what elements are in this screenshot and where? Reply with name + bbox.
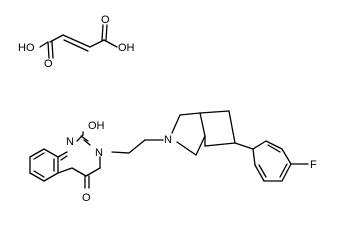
- bond: [179, 112, 201, 116]
- bond: [199, 110, 230, 114]
- atom-label-f: F: [310, 159, 317, 171]
- bond: [43, 172, 59, 182]
- bond: [199, 112, 206, 137]
- atom-label-oh: OH: [88, 120, 105, 132]
- bond: [103, 39, 118, 48]
- bond: [71, 167, 87, 177]
- bond: [60, 155, 68, 161]
- bond: [279, 163, 288, 178]
- bond: [80, 135, 89, 142]
- bond: [33, 152, 45, 160]
- fluorophenyl-ring: [252, 140, 309, 182]
- bond: [267, 144, 281, 153]
- bond: [29, 172, 45, 182]
- bond: [234, 142, 254, 150]
- atom-label-o: O: [101, 14, 110, 26]
- bond: [47, 41, 50, 59]
- bond: [85, 167, 101, 177]
- bond: [254, 164, 265, 182]
- atom-label-n: N: [95, 147, 103, 159]
- bond: [258, 164, 267, 178]
- pyrimidine-ring: [57, 131, 101, 189]
- bond: [176, 141, 197, 156]
- bond: [204, 142, 236, 147]
- benzo-ring: [29, 148, 59, 182]
- bond: [51, 41, 54, 59]
- bond: [252, 140, 267, 150]
- azabicycle: [171, 110, 254, 156]
- atom-label-n: N: [164, 134, 172, 146]
- bond: [57, 151, 68, 158]
- atom-label-n: N: [66, 136, 74, 148]
- bond: [101, 24, 104, 41]
- bond: [195, 135, 206, 156]
- bond: [57, 167, 73, 174]
- bond: [43, 148, 59, 158]
- bond: [228, 110, 236, 144]
- bond: [111, 151, 130, 154]
- bond: [128, 139, 146, 154]
- bond: [281, 163, 292, 182]
- atom-label-o: O: [44, 58, 53, 70]
- bond: [39, 41, 49, 48]
- bond: [105, 24, 108, 41]
- atom-label-oh: OH: [118, 42, 135, 54]
- bond: [49, 34, 64, 43]
- atom-label-o: O: [82, 192, 91, 204]
- chemical-structure-diagram: HO O OH O: [18, 14, 317, 204]
- bond: [76, 134, 84, 142]
- atom-label-ho: HO: [18, 42, 35, 54]
- structure-canvas: HO O OH O: [18, 14, 317, 204]
- bond: [89, 39, 105, 48]
- bond: [33, 170, 45, 178]
- bond: [171, 114, 181, 134]
- bond: [281, 148, 292, 165]
- bond: [252, 148, 256, 166]
- bond: [29, 148, 45, 158]
- bond: [265, 140, 283, 150]
- main-molecule: N OH N O N F: [29, 110, 317, 204]
- bond: [83, 139, 91, 146]
- bond: [62, 34, 91, 48]
- bond: [63, 39, 89, 52]
- fumaric-acid-molecule: HO O OH O: [18, 14, 135, 70]
